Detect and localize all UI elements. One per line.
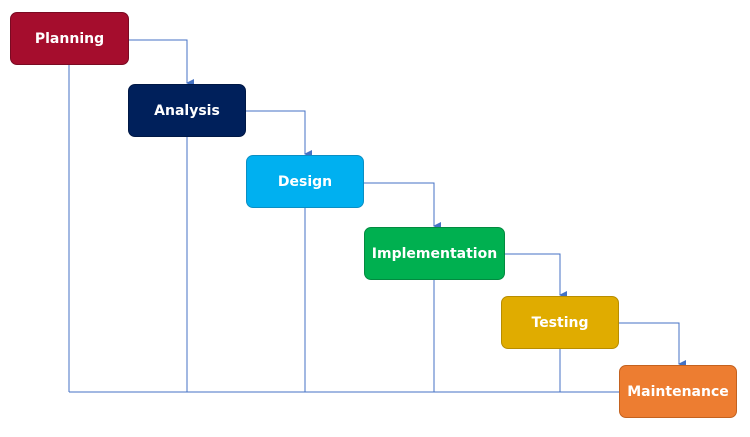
stage-analysis-label: Analysis <box>154 102 220 119</box>
connector-planning-analysis <box>129 39 194 87</box>
stage-design: Design <box>246 155 364 208</box>
connector-testing-maintenance <box>619 322 686 368</box>
stage-planning-label: Planning <box>34 30 105 47</box>
stage-analysis: Analysis <box>128 84 246 137</box>
stage-implementation: Implementation <box>364 227 505 280</box>
stage-design-label: Design <box>277 173 333 190</box>
connector-implementation-testing <box>505 253 567 299</box>
stage-planning: Planning <box>10 12 129 65</box>
stage-maintenance: Maintenance <box>619 365 737 418</box>
stage-testing-label: Testing <box>531 314 589 331</box>
stage-testing: Testing <box>501 296 619 349</box>
connector-analysis-design <box>246 110 312 158</box>
stage-maintenance-label: Maintenance <box>627 383 729 400</box>
connector-design-implementation <box>364 182 441 230</box>
stage-implementation-label: Implementation <box>371 245 498 262</box>
